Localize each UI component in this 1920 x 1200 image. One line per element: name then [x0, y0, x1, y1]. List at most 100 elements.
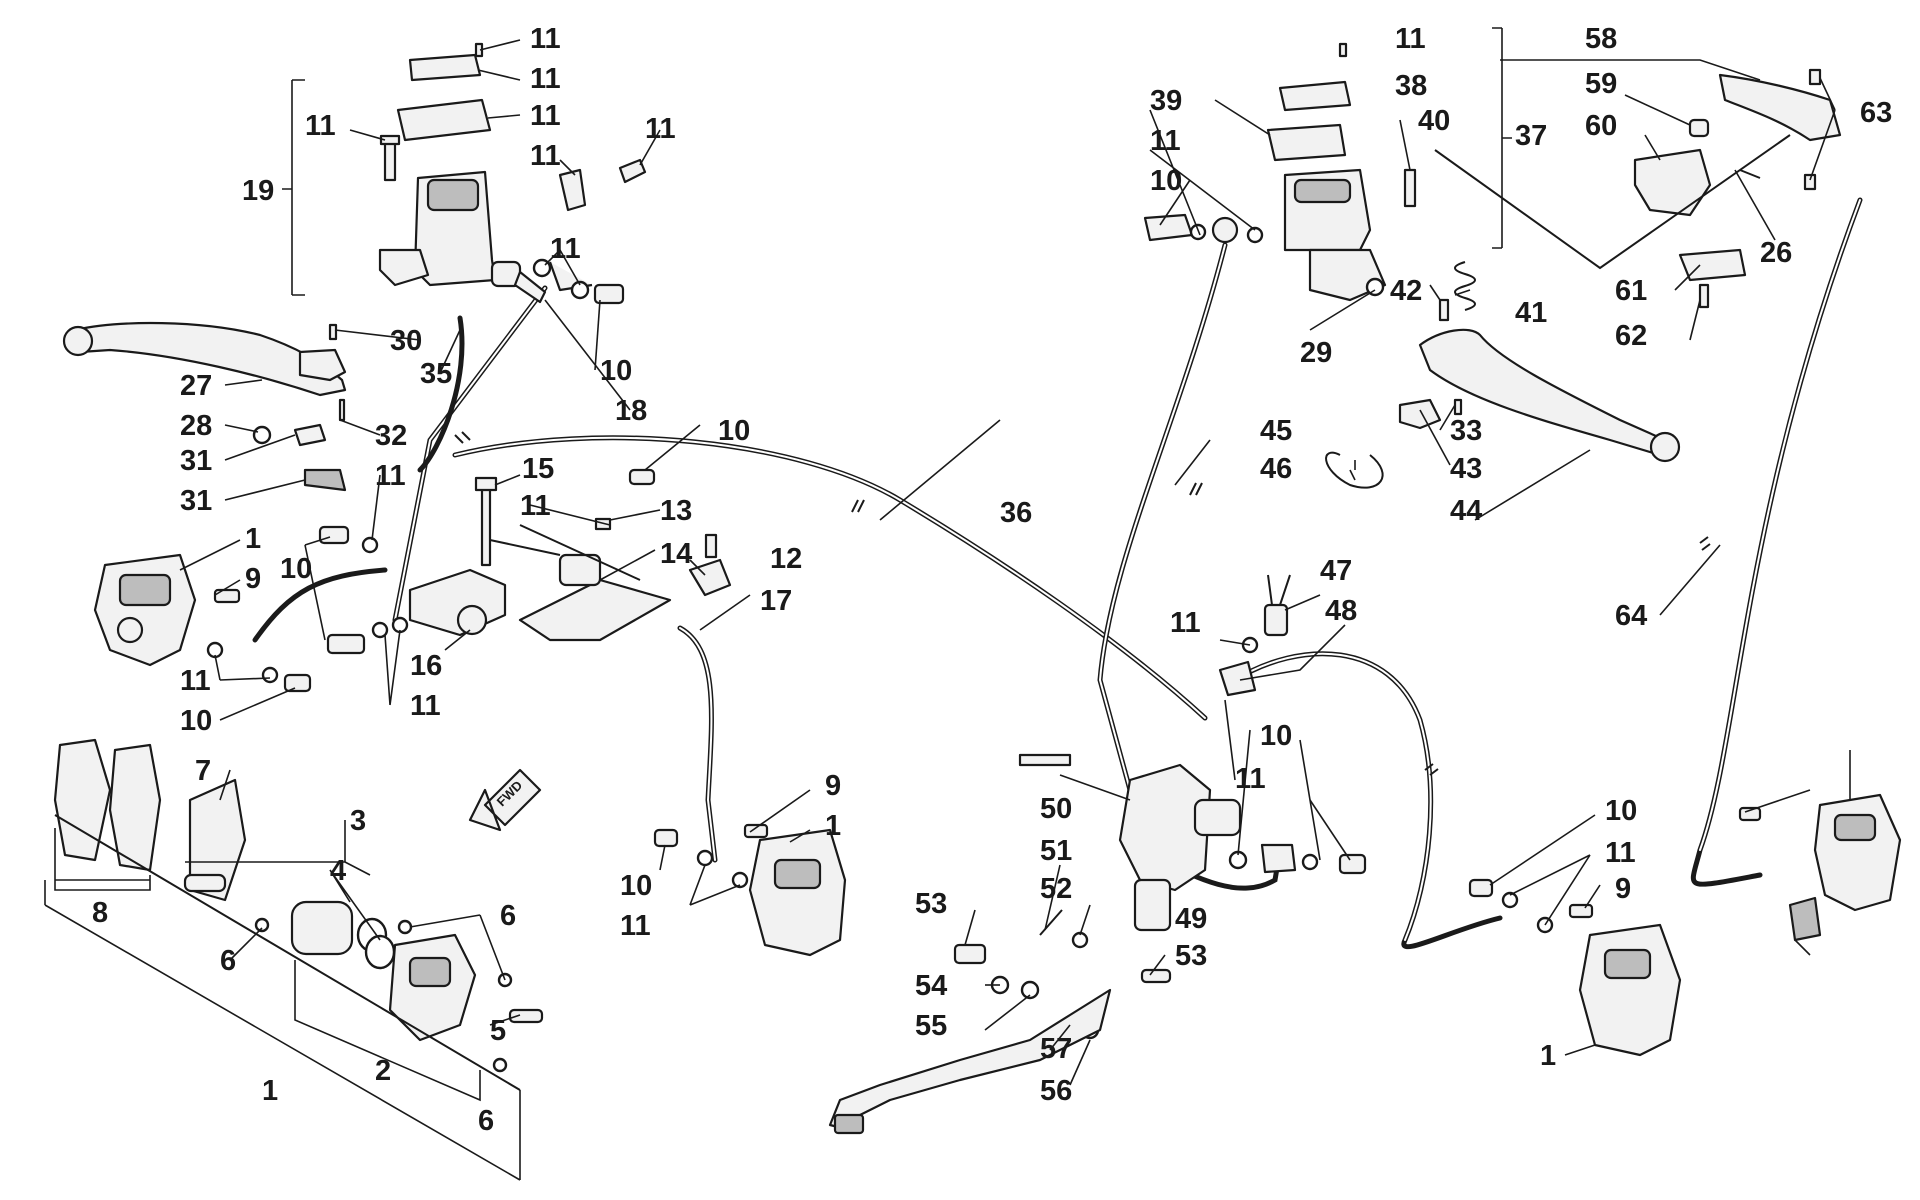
callout-11-jb-b: 11: [520, 490, 551, 522]
bolt-10-center: [628, 468, 656, 486]
callout-10-rmc: 10: [1150, 165, 1182, 197]
bracket-57: [1633, 148, 1712, 217]
lever-pivot: [298, 348, 347, 382]
bolt-59: [1698, 283, 1710, 309]
pin-39: [1438, 298, 1450, 322]
callout-10-left: 10: [280, 553, 312, 585]
guide-line: [1434, 134, 1791, 270]
callout-2: 2: [375, 1055, 391, 1087]
brake-lines: [252, 197, 1863, 950]
callout-49: 52: [1040, 873, 1072, 905]
callout-20-front: 11: [530, 23, 561, 55]
bolt-10-fr: [653, 828, 679, 848]
callout-42: 45: [1260, 415, 1292, 447]
callout-35: 38: [1395, 70, 1427, 102]
callout-27-front: 28: [180, 410, 212, 442]
bolt-13: [704, 533, 718, 559]
callout-56: 59: [1585, 68, 1617, 100]
callout-10-rr: 10: [1605, 795, 1637, 827]
callout-55: 58: [1585, 23, 1617, 55]
mc-pushrod: [513, 270, 547, 304]
caliper-bore-fr: [773, 858, 822, 890]
rear-master-cylinder-assembly: [1143, 42, 1681, 463]
plug-60b: [1803, 173, 1817, 191]
reservoir-opening: [426, 178, 480, 212]
callout-3: 3: [350, 805, 366, 837]
callout-34: 37: [1515, 120, 1547, 152]
callout-10-center: 10: [718, 415, 750, 447]
callout-1-rr: 1: [1540, 1040, 1556, 1072]
callout-labels: 11 11 11 11 11 11 19 11 10 18 30 35 27 2…: [92, 23, 1892, 1137]
pedal-pad: [833, 1113, 865, 1135]
fwd-arrow-icon: [468, 768, 542, 832]
parking-caliper-bore: [1833, 813, 1877, 842]
callout-40: 43: [1450, 453, 1482, 485]
callout-60: 63: [1860, 97, 1892, 129]
washer-11-mc-b: [1301, 853, 1319, 871]
bracket-14: [518, 578, 672, 642]
callout-32: 35: [420, 358, 452, 390]
callout-6-c: 6: [478, 1105, 494, 1137]
bolt-15-head: [474, 476, 498, 492]
junction-port: [456, 604, 488, 636]
junction-block-16: [408, 568, 507, 637]
pin-28: [328, 323, 338, 341]
callout-11-jb-c: 11: [410, 690, 441, 722]
reservoir-opening-34: [1293, 178, 1352, 204]
callout-31-front: 32: [375, 420, 407, 452]
assembly-axis-line: [54, 814, 521, 1091]
callout-11-fl: 11: [180, 665, 211, 697]
callout-11-rr: 11: [1605, 837, 1636, 869]
bolt-9-fr: [743, 823, 769, 839]
caliper-body-fr: [748, 828, 847, 957]
callout-31-rear: 33: [1450, 415, 1482, 447]
brake-hose-32: [417, 315, 465, 473]
bleeder-5: [508, 1008, 544, 1024]
callout-14: 14: [660, 538, 692, 570]
forward-direction-indicator: FWD: [468, 768, 542, 832]
callout-25: 11: [305, 110, 336, 142]
bushing-53a: [1020, 980, 1040, 1000]
callout-41: 44: [1450, 495, 1482, 527]
bolt-10-left: [326, 633, 366, 655]
callout-11-sw: 11: [1170, 607, 1201, 639]
junction-block-assembly: [318, 468, 732, 655]
bolt-10-cal: [283, 673, 312, 693]
brake-pad-b: [108, 743, 162, 872]
callout-18: 18: [615, 395, 647, 427]
callout-11-mc: 11: [1235, 763, 1266, 795]
reservoir-cover-35: [1278, 80, 1352, 112]
callout-7: 7: [195, 755, 211, 787]
callout-44: 47: [1320, 555, 1352, 587]
bolt-64: [1738, 806, 1762, 822]
callout-59: 62: [1615, 320, 1647, 352]
parking-brake-assembly: [1434, 68, 1842, 309]
bolt-51: [953, 943, 987, 965]
clamp-42: [1325, 451, 1384, 489]
callout-61: 64: [1615, 600, 1647, 632]
clamp-12: [688, 558, 732, 597]
banjo-bolt-10-r: [1143, 213, 1194, 242]
callout-16: 16: [410, 650, 442, 682]
bolt-24b: [1739, 169, 1761, 179]
callout-23: 11: [530, 140, 561, 172]
callout-9-fl: 9: [245, 563, 261, 595]
banjo-sw: [1218, 660, 1257, 697]
mc-outlet-46: [1193, 798, 1242, 837]
brake-hose-43: [1097, 242, 1228, 793]
cotter-pin-48: [1039, 909, 1063, 936]
washer-11b: [570, 280, 590, 300]
leader-lines: [44, 27, 1851, 1181]
callout-9-rr: 9: [1615, 873, 1631, 905]
pushrod-clevis: [1133, 878, 1172, 932]
callout-10-mc: 10: [1260, 720, 1292, 752]
spring-29: [293, 423, 327, 447]
lever-ball-end-r: [1649, 431, 1681, 463]
callout-17: 17: [760, 585, 792, 617]
rear-caliper-1: [1468, 878, 1682, 1057]
caliper-body-rr: [1578, 923, 1682, 1057]
callout-58: 61: [1615, 275, 1647, 307]
callout-11-rmc: 11: [1150, 125, 1181, 157]
callout-6-b: 6: [220, 945, 236, 977]
